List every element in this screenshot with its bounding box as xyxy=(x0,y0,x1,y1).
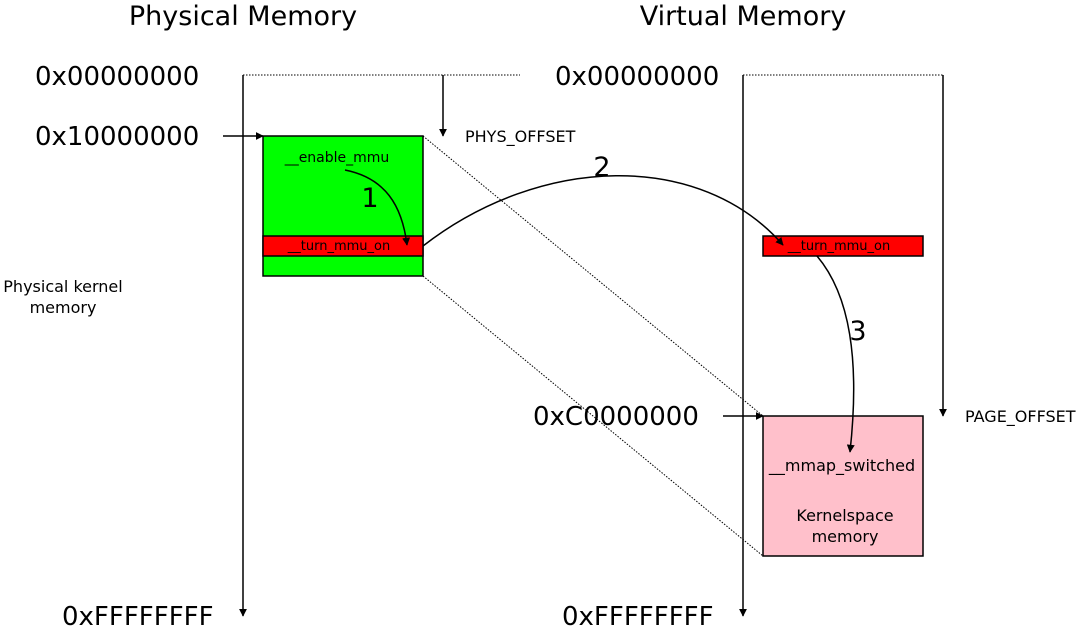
step-3-arrow xyxy=(816,255,855,453)
kernelspace-label-line1: Kernelspace xyxy=(796,506,893,525)
page-offset-label: PAGE_OFFSET xyxy=(965,407,1076,427)
step-3-label: 3 xyxy=(849,316,866,347)
virtual-turn-mmu-on-label: __turn_mmu_on xyxy=(787,239,890,254)
physical-addr-start: 0x00000000 xyxy=(35,62,199,92)
step-2-label: 2 xyxy=(593,152,610,183)
physical-kernel-memory-label-line1: Physical kernel xyxy=(3,277,122,296)
virtual-turn-mmu-on-block xyxy=(762,235,924,257)
kernelspace-label-line2: memory xyxy=(812,527,879,546)
virtual-addr-start: 0x00000000 xyxy=(555,62,719,92)
step-2-arrow xyxy=(422,175,784,247)
enable-mmu-label: __enable_mmu xyxy=(284,150,390,166)
physical-addr-end: 0xFFFFFFFF xyxy=(62,602,214,632)
virtual-memory-header: Virtual Memory xyxy=(640,1,847,32)
step-1-label: 1 xyxy=(361,183,378,214)
physical-turn-mmu-on-label: __turn_mmu_on xyxy=(287,239,390,254)
mapping-line-bottom xyxy=(422,275,764,557)
virtual-addr-end: 0xFFFFFFFF xyxy=(562,602,714,632)
virtual-addr-page-offset: 0xC0000000 xyxy=(533,402,699,432)
physical-kernel-memory-label-line2: memory xyxy=(30,298,97,317)
mapping-line-top xyxy=(422,135,764,417)
kernelspace-block xyxy=(762,415,924,557)
mmap-switched-label: __mmap_switched xyxy=(768,456,915,476)
physical-addr-kernel: 0x10000000 xyxy=(35,122,199,152)
phys-offset-label: PHYS_OFFSET xyxy=(465,127,576,147)
physical-memory-header: Physical Memory xyxy=(129,1,357,32)
step-1-arrow xyxy=(344,169,411,246)
